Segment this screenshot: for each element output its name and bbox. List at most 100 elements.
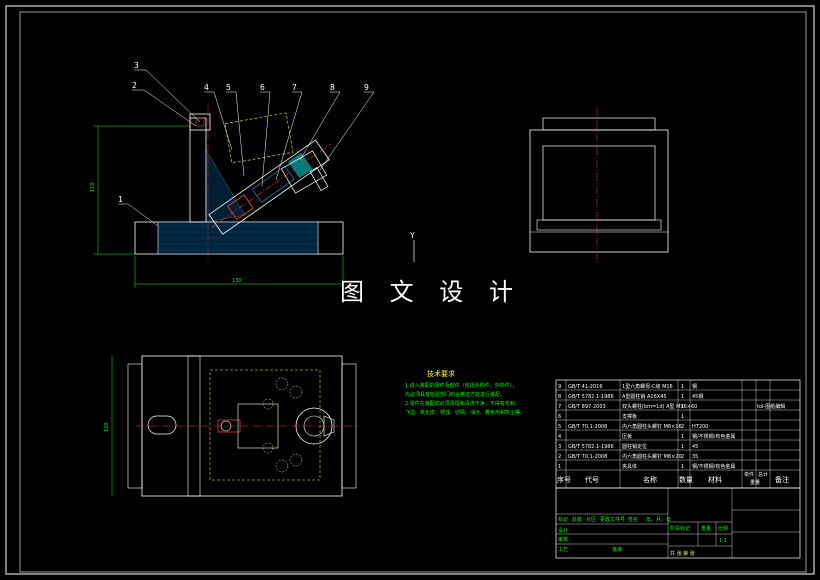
bom-cell-code: GB/T 70.1-2008	[568, 424, 607, 430]
tech-requirements: 技术要求 1.进入装配的零件及部件（包括外购件、外协件）， 均必须具有检验部门的…	[405, 369, 525, 416]
bom-cell-idx: 7	[558, 404, 561, 410]
bom-cell-qty: 2	[681, 454, 684, 460]
balloon-7: 7	[292, 83, 297, 92]
dim-height: 110	[90, 182, 96, 192]
tech-title: 技术要求	[427, 369, 455, 378]
bom-cell-mat: 45	[692, 444, 698, 450]
title-stage: 阶段标记	[670, 525, 690, 532]
bom-header-idx: 序号	[557, 475, 571, 484]
bom-header-name: 名称	[643, 475, 657, 484]
tech-line-4: 飞边、氧化皮、锈蚀、切屑、油污、着色剂和灰尘等。	[405, 409, 525, 416]
bom-cell-code: GB/T 5782.1-1986	[568, 444, 614, 450]
top-view: 120	[104, 355, 358, 497]
bom-cell-qty: 1	[681, 464, 684, 470]
bom-cell-idx: 2	[558, 454, 561, 460]
title-block-cell: 处数	[572, 516, 582, 523]
bom-cell-idx: 6	[558, 414, 561, 420]
balloon-2: 2	[132, 81, 137, 90]
bom-table	[555, 379, 801, 489]
bom-cell-mat: HT200	[692, 424, 708, 430]
title-sheets: 共 张 第 张	[670, 550, 695, 557]
title-scale-value: 1:1	[719, 538, 727, 544]
bom-cell-name: 内六角圆柱头螺钉 M8×20	[622, 453, 682, 460]
title-block-cell: 更改文件号	[600, 516, 625, 523]
front-view: 3 2 4 5 6 7 8 9 1 110 130	[90, 61, 375, 288]
bom-cell-code: GB/T 5782.1-1986	[568, 394, 614, 400]
title-block: 标记处数分区更改文件号签名 年、月、日 设计 审核 工艺 批准 阶段标记 重量 比…	[555, 487, 801, 559]
bom-cell-name: 内六角圆柱头螺钉 M8×16	[622, 423, 682, 430]
bom-cell-code: GB/T 897-2003	[568, 404, 606, 410]
base-plate	[134, 221, 344, 255]
tech-line-2: 均必须具有检验部门的合格证方能进行装配。	[405, 391, 505, 398]
bom-cell-qty: 1	[681, 444, 684, 450]
left-column	[189, 117, 207, 223]
bom-cell-qty: 1	[681, 434, 684, 440]
balloon-4: 4	[204, 83, 209, 92]
bom-cell-qty: 2	[681, 424, 684, 430]
bom-cell-mat: 钢/不锈钢/有色金属	[692, 463, 735, 470]
bom-cell-idx: 3	[558, 444, 561, 450]
tech-line-3: 2.零件在装配前必须清理和清洗干净，不得有毛刺、	[405, 400, 520, 407]
dim-width: 130	[232, 278, 242, 284]
title-block-cell: 分区	[586, 516, 596, 523]
slanted-body	[205, 148, 246, 223]
bom-header-single: 单件	[744, 471, 754, 478]
bom-cell-qty: 1	[681, 384, 684, 390]
balloon-5: 5	[226, 83, 231, 92]
bom-cell-name: A型圆柱销 A16X45	[622, 393, 667, 400]
watermark-text: 图 文 设 计	[340, 278, 522, 306]
drawing-border	[19, 11, 807, 573]
bom-header-code: 代号	[585, 475, 599, 484]
balloon-6: 6	[260, 83, 265, 92]
bom-cell-note: tol-图纸编辑	[757, 403, 785, 410]
side-view	[529, 108, 669, 262]
title-audit: 审核	[558, 536, 568, 543]
bom-cell-idx: 1	[558, 464, 561, 470]
title-approve: 批准	[612, 546, 622, 553]
ucs-icon: Y	[410, 231, 415, 262]
title-craft: 工艺	[558, 547, 568, 553]
title-scale: 比例	[718, 525, 728, 532]
title-design: 设计	[558, 527, 568, 534]
bom-header-qty: 数量	[679, 475, 693, 484]
right-support	[280, 150, 328, 194]
bom-cell-qty: 1	[681, 414, 684, 420]
bom-cell-qty: 1	[681, 394, 684, 400]
bom-cell-mat: 45钢	[692, 393, 703, 400]
bom-header-weight: 重量	[750, 479, 760, 486]
bom-cell-name: 圆柱销定位	[622, 443, 647, 450]
balloon-3: 3	[134, 61, 139, 70]
axis-y-label: Y	[410, 231, 415, 240]
bom-cell-name: 支撑板	[622, 413, 637, 420]
title-block-cell: 年、月、日	[646, 516, 671, 523]
bom-header: 序号 代号 名称 数量 材料 单件 总计 重量 备注	[557, 471, 789, 486]
balloon-8: 8	[330, 83, 335, 92]
bom-cell-name: 1型六角螺母-C级 M16	[622, 383, 673, 390]
bom-cell-name: 夹具体	[622, 463, 637, 470]
title-block-revision-row: 标记处数分区更改文件号签名 年、月、日	[558, 516, 671, 523]
bom-cell-idx: 9	[558, 384, 561, 390]
tech-line-1: 1.进入装配的零件及部件（包括外购件、外协件），	[405, 382, 517, 389]
balloon-9: 9	[364, 83, 369, 92]
balloon-1: 1	[118, 195, 123, 204]
bom-cell-qty: 1	[681, 404, 684, 410]
title-weight: 重量	[701, 525, 711, 532]
bom-header-total: 总计	[758, 471, 768, 478]
bom-cell-name: 双头螺柱(bm=1d) A型 M16×60	[622, 403, 697, 410]
bom-cell-idx: 4	[558, 434, 561, 440]
bom-cell-name: 压板	[622, 433, 632, 440]
bom-cell-code: GB/T 41-2016	[568, 384, 603, 390]
bom-header-note: 备注	[775, 475, 789, 484]
bom-cell-code: GB/T 70.1-2008	[568, 454, 607, 460]
bom-cell-mat: 钢/不锈钢/有色金属	[692, 433, 735, 440]
bom-cell-mat: 钢	[692, 383, 697, 390]
bom-cell-mat: 35	[692, 454, 698, 460]
dim-top-height: 120	[104, 422, 110, 432]
title-block-cell: 标记	[558, 516, 568, 523]
bom-header-mat: 材料	[708, 475, 722, 484]
bom-cell-idx: 5	[558, 424, 561, 430]
title-block-cell: 签名	[628, 516, 638, 523]
bom-cell-idx: 8	[558, 394, 561, 400]
